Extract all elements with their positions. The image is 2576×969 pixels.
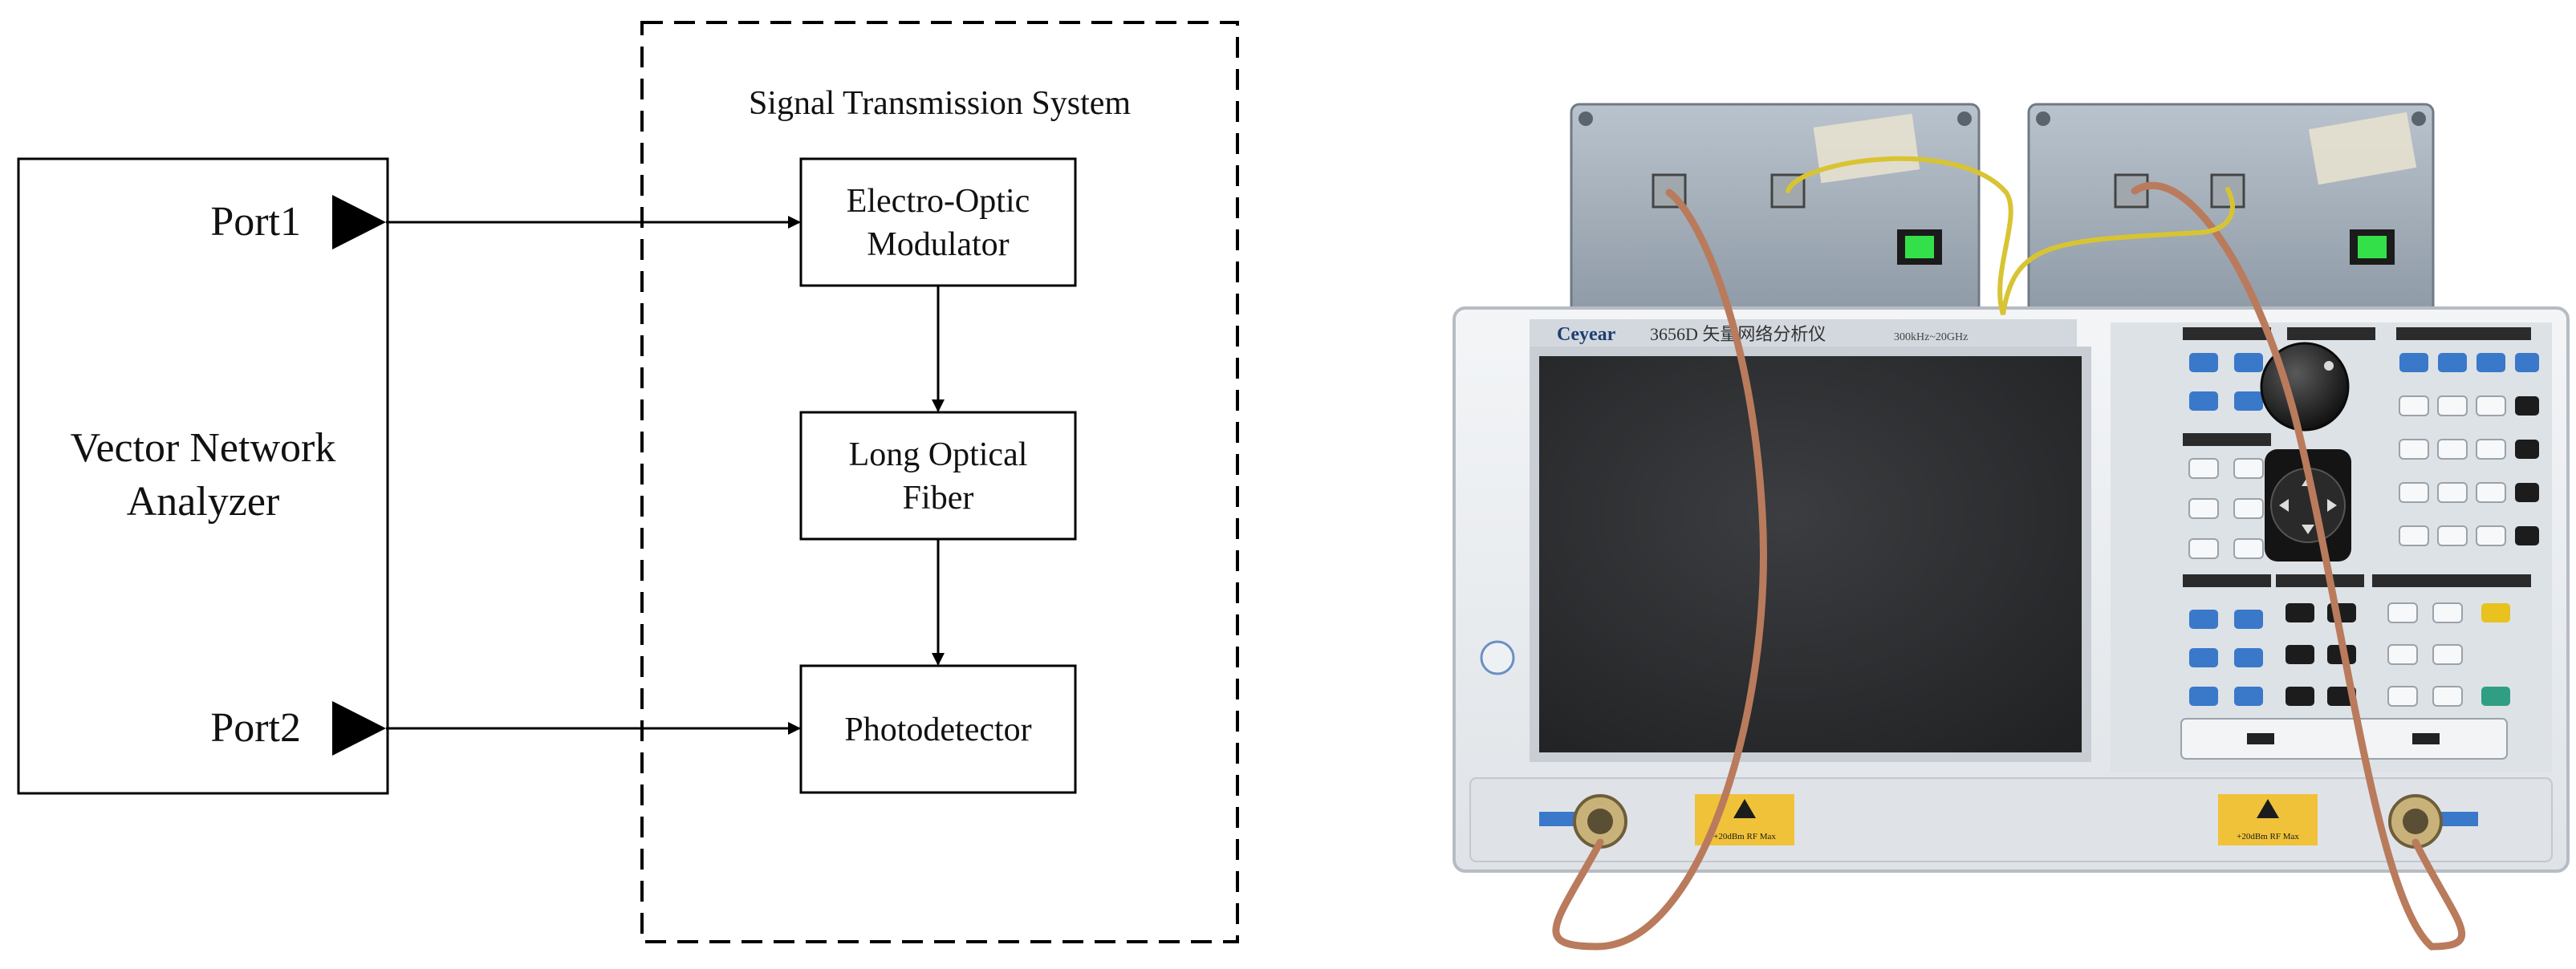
eom-block: Electro-Optic Modulator (799, 157, 1077, 287)
signal-transmission-system-boundary (640, 21, 1239, 943)
vna-label-line1: Vector Network (71, 425, 336, 471)
vna-label-line2: Analyzer (127, 479, 280, 525)
rf-cable-port2 (2131, 182, 2466, 951)
photodetector-block: Photodetector (799, 664, 1077, 794)
rf-cable-port1 (1552, 189, 1767, 951)
fiber-block: Long Optical Fiber (799, 411, 1077, 541)
power-button-icon (1480, 640, 1515, 675)
block-diagram: Signal Transmission System Vector Networ… (17, 21, 1239, 943)
port2-label: Port2 (210, 705, 301, 751)
svg-text:+20dBm RF Max: +20dBm RF Max (1713, 832, 1776, 841)
vna-block: Vector Network Analyzer (17, 157, 389, 795)
instrument-photo: Ceyear 3656D 矢量网络分析仪 300kHz~20GHz (1453, 103, 2570, 951)
fiber-label-line1: Long Optical (849, 436, 1028, 473)
optical-fiber (1786, 156, 2235, 315)
port2-warning-label: +20dBm RF Max (2218, 794, 2318, 845)
vna-brand: Ceyear (1557, 324, 1616, 345)
signal-transmission-system-title: Signal Transmission System (749, 85, 1131, 122)
port2-triangle (332, 701, 386, 756)
vna-key-panel (2111, 322, 2552, 772)
port1-label: Port1 (210, 199, 301, 245)
port1-triangle (332, 195, 386, 249)
vna-chassis: Ceyear 3656D 矢量网络分析仪 300kHz~20GHz (1453, 306, 2570, 873)
eo-module-box (1570, 103, 1981, 316)
vna-freq-range: 300kHz~20GHz (1894, 331, 1968, 343)
fiber-label-line2: Fiber (903, 480, 974, 517)
photodetector-label: Photodetector (844, 712, 1031, 748)
eom-label-line1: Electro-Optic (847, 183, 1030, 220)
svg-text:+20dBm RF Max: +20dBm RF Max (2237, 832, 2299, 841)
port1-warning-label: +20dBm RF Max (1695, 794, 1794, 845)
eom-label-line2: Modulator (867, 226, 1009, 263)
